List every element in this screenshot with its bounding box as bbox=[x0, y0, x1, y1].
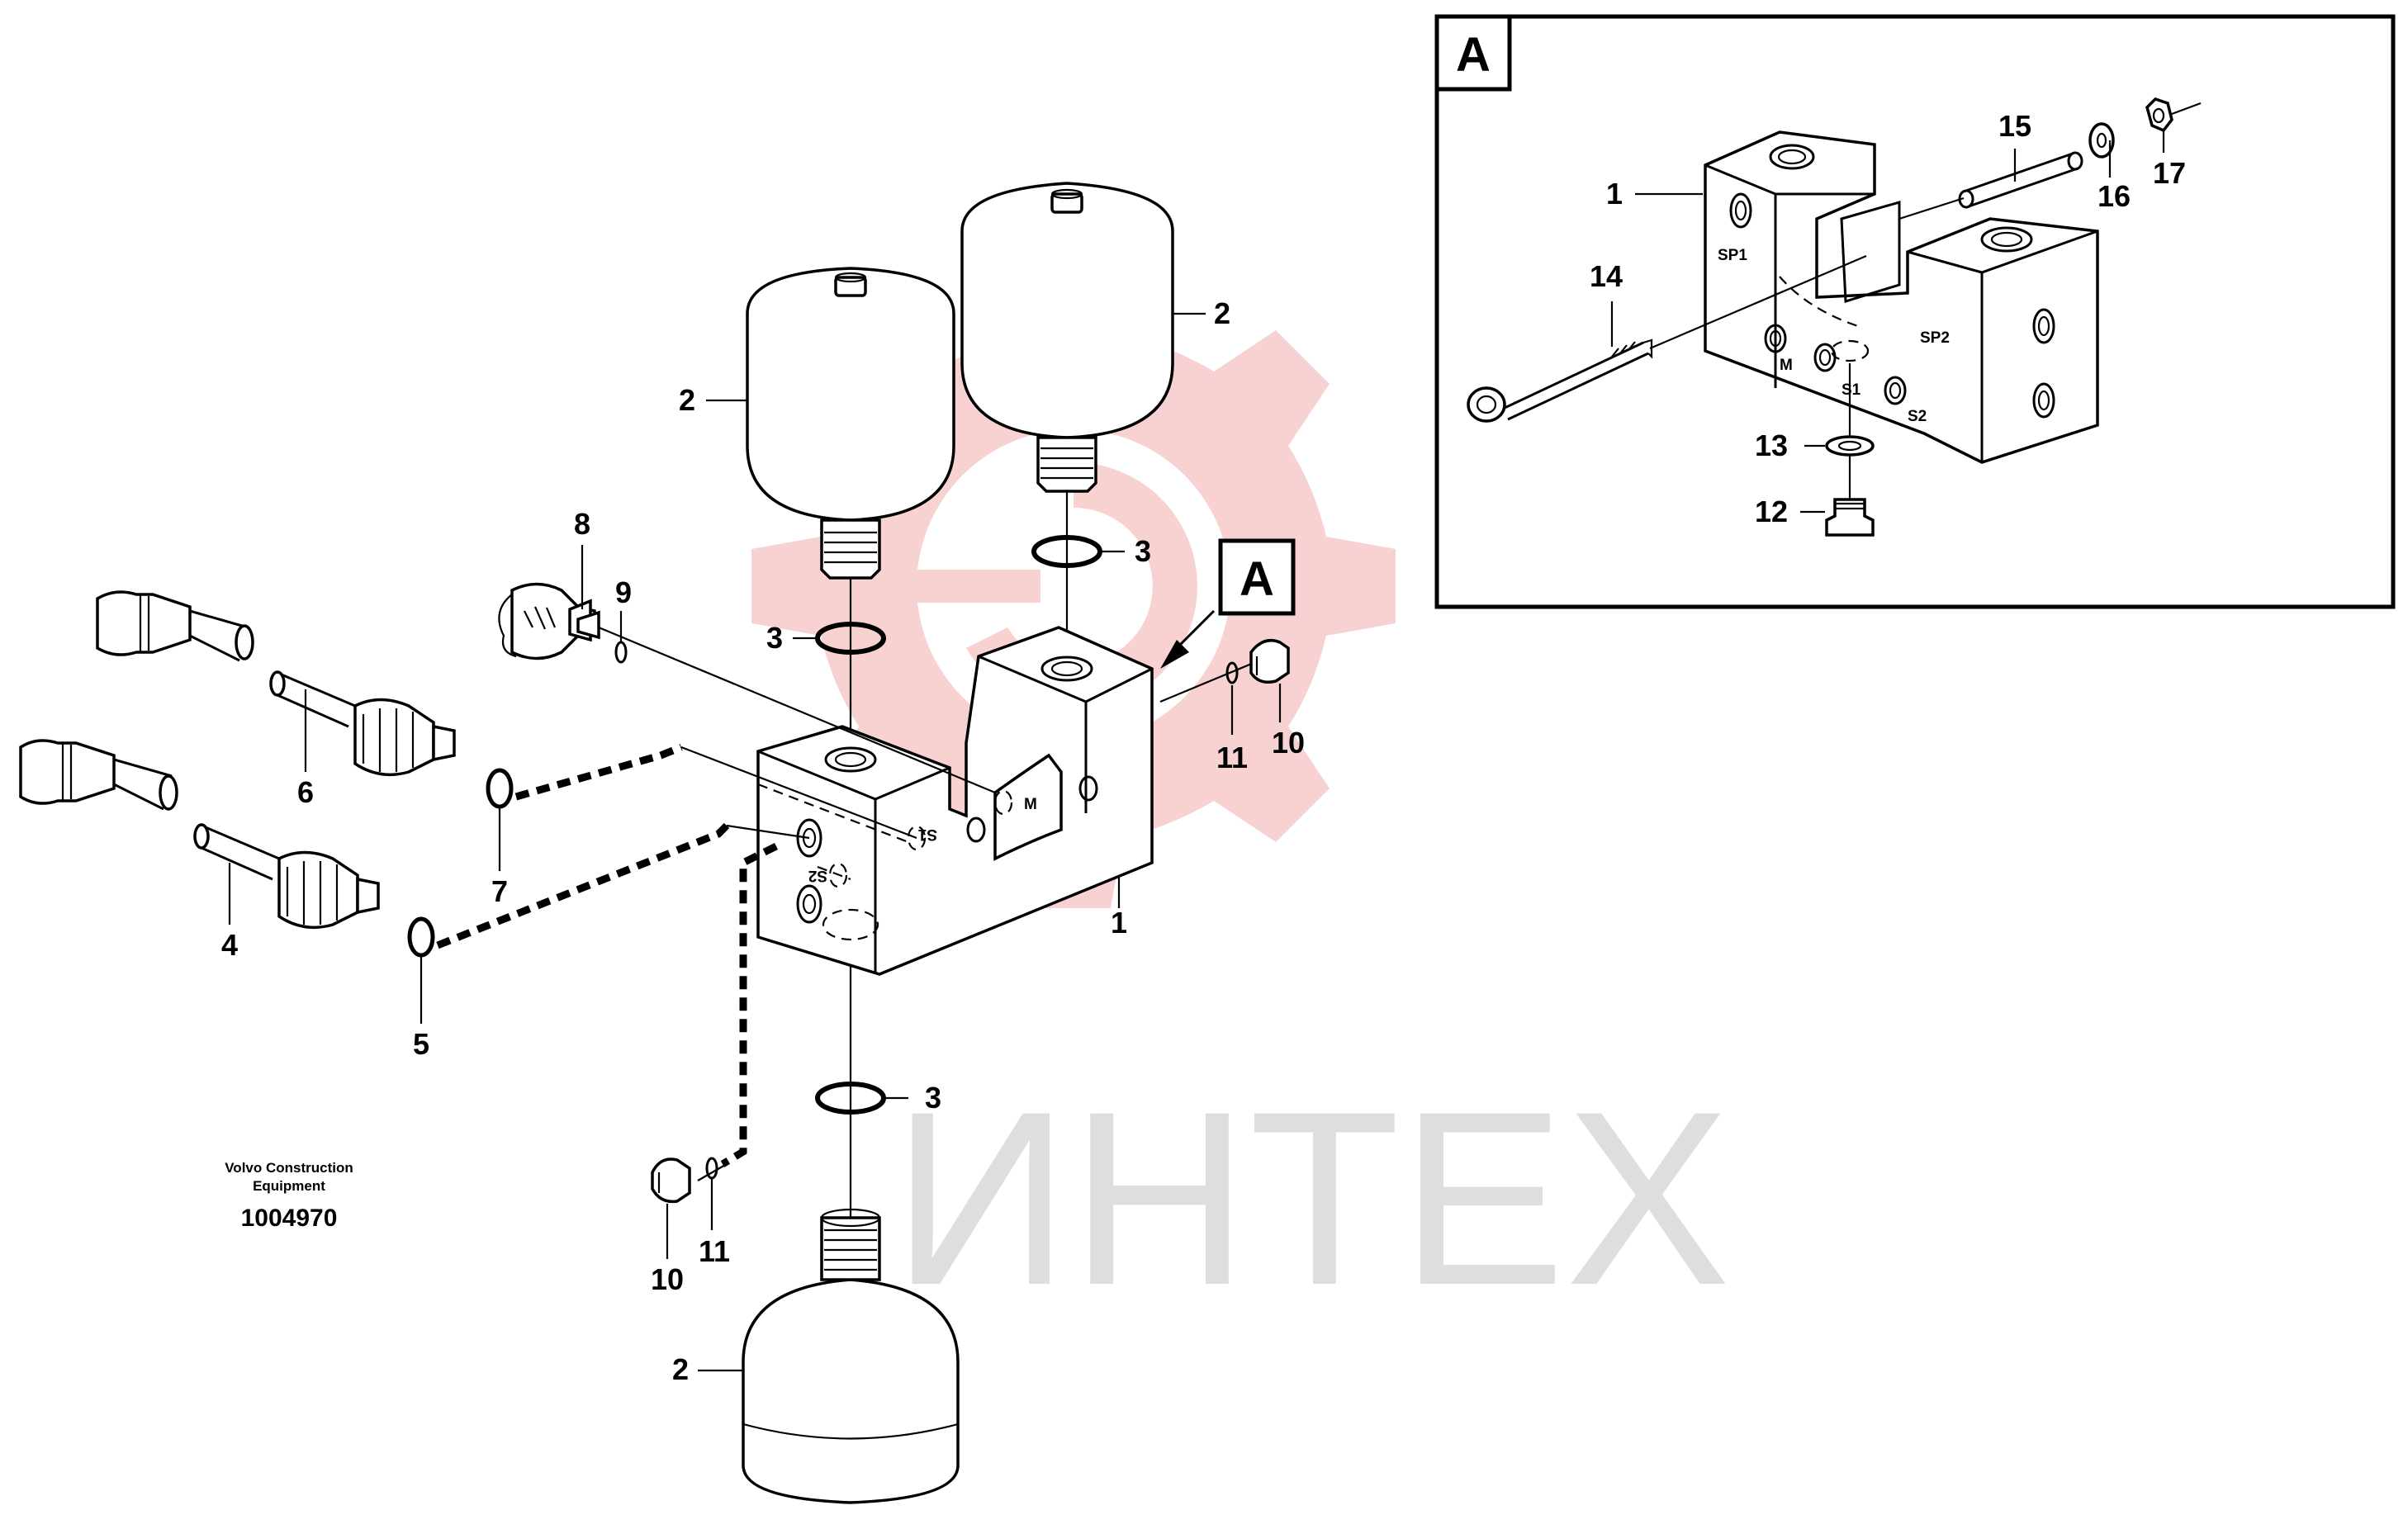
hose-lower bbox=[19, 739, 435, 1024]
watermark-text: ИНТЕХ bbox=[892, 1059, 1731, 1337]
callout-d12: 12 bbox=[1755, 495, 1788, 528]
callout-11-right: 11 bbox=[1216, 741, 1248, 774]
detail-reference-label: A bbox=[1240, 552, 1274, 606]
hose-upper bbox=[96, 590, 514, 871]
callout-d17: 17 bbox=[2153, 156, 2186, 190]
test-coupling bbox=[498, 545, 996, 794]
callout-3-right: 3 bbox=[1135, 534, 1151, 568]
callout-d14: 14 bbox=[1590, 259, 1623, 293]
detail-tag-box bbox=[1434, 14, 1512, 92]
accumulator-bottom bbox=[742, 1208, 960, 1504]
plug-bottom bbox=[651, 1157, 728, 1259]
callout-10-right: 10 bbox=[1272, 726, 1305, 760]
manifold-block: M S1 S2 bbox=[756, 626, 1154, 976]
port-label-s1-detail: S1 bbox=[1842, 381, 1861, 399]
caption-drawing-number: 1004970 bbox=[241, 1205, 338, 1232]
callout-d13: 13 bbox=[1755, 428, 1788, 462]
detail-reference-a: A bbox=[1160, 538, 1296, 669]
caption-maker-line1: Volvo Construction bbox=[225, 1160, 353, 1176]
detail-tag: A bbox=[1456, 28, 1491, 82]
callout-2-right: 2 bbox=[1214, 296, 1230, 330]
callout-11-bottom: 11 bbox=[699, 1234, 730, 1268]
callout-5: 5 bbox=[413, 1027, 429, 1061]
port-label-m: M bbox=[1024, 796, 1037, 813]
callout-3-left: 3 bbox=[766, 621, 783, 655]
port-label-sp1: SP1 bbox=[1718, 247, 1747, 264]
detail-frame bbox=[1434, 14, 2396, 609]
callout-1: 1 bbox=[1111, 906, 1127, 940]
callout-d16: 16 bbox=[2098, 179, 2131, 213]
hose-routes bbox=[436, 743, 917, 1167]
callout-6: 6 bbox=[297, 775, 314, 809]
callout-d15: 15 bbox=[1998, 109, 2031, 143]
callout-2-left: 2 bbox=[679, 383, 695, 417]
detail-spacer-washer-nut bbox=[1898, 97, 2202, 220]
callout-8: 8 bbox=[574, 507, 590, 541]
caption-maker-line2: Equipment bbox=[253, 1178, 325, 1194]
port-label-m-detail: M bbox=[1780, 357, 1793, 374]
callout-3-bottom: 3 bbox=[925, 1081, 941, 1115]
callout-d1: 1 bbox=[1606, 177, 1623, 211]
detail-washer-plug bbox=[1825, 363, 1875, 537]
callout-9: 9 bbox=[615, 575, 632, 609]
callout-2-bottom: 2 bbox=[672, 1352, 689, 1386]
callout-7: 7 bbox=[491, 874, 508, 908]
port-label-s2: S2 bbox=[808, 867, 827, 884]
drawing-caption: Volvo Construction Equipment 1004970 bbox=[225, 1160, 353, 1232]
detail-bolt bbox=[1467, 254, 1867, 423]
detail-view-a: A SP1 SP2 M bbox=[1434, 14, 2396, 609]
accumulator-right bbox=[960, 182, 1174, 493]
port-label-s2-detail: S2 bbox=[1908, 408, 1927, 425]
callout-10-bottom: 10 bbox=[651, 1262, 684, 1296]
plug-right bbox=[1159, 639, 1290, 735]
port-label-sp2: SP2 bbox=[1920, 329, 1950, 347]
detail-manifold-block: SP1 SP2 M S1 S2 bbox=[1704, 130, 2099, 464]
accumulator-left bbox=[746, 267, 955, 580]
port-label-s1: S1 bbox=[917, 826, 937, 843]
callout-4: 4 bbox=[221, 928, 238, 962]
